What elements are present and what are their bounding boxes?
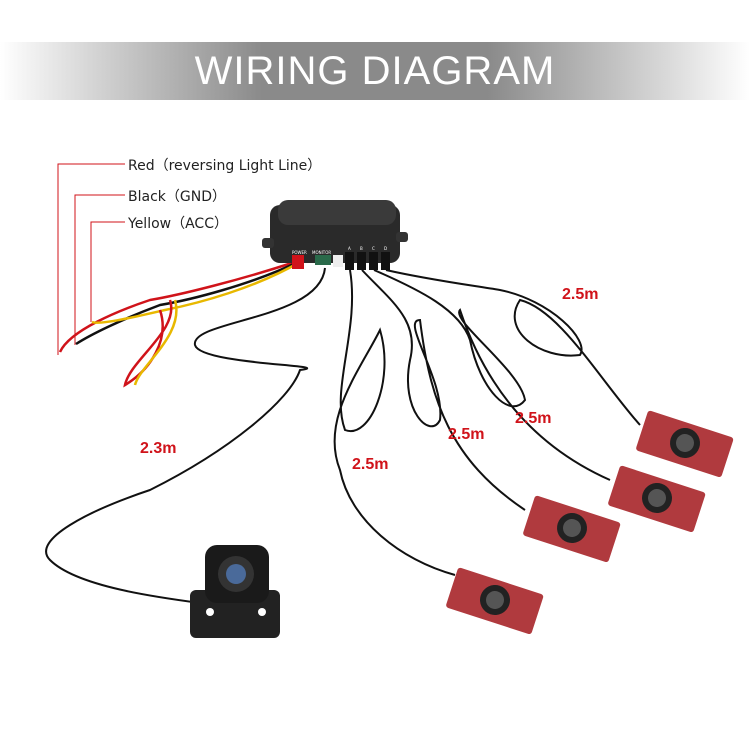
- wire-label-yellow: Yellow（ACC）: [128, 216, 228, 232]
- wire-label-red: Red（reversing Light Line）: [128, 158, 322, 174]
- sensor-cable-1: [333, 269, 456, 576]
- sensor-4-cable-length: 2.5m: [562, 286, 599, 303]
- port-label-c: C: [372, 246, 375, 251]
- port-label-power: POWER: [292, 250, 307, 255]
- parking-sensor: [608, 465, 706, 533]
- parking-sensor: [636, 410, 734, 478]
- leader-black: [74, 194, 125, 345]
- sensor-3-cable-length: 2.5m: [515, 410, 552, 427]
- sensor-2-cable-length: 2.5m: [448, 426, 485, 443]
- control-box: POWER MONITOR A B C D: [262, 200, 408, 270]
- parking-sensor: [446, 567, 544, 635]
- parking-sensor: [523, 495, 621, 563]
- leader-red: [57, 163, 125, 355]
- sensor-cables: [45, 267, 641, 606]
- port-label-b: B: [360, 246, 363, 251]
- camera-cable-length: 2.3m: [140, 440, 177, 457]
- port-label-a: A: [348, 246, 351, 251]
- wire-label-black: Black（GND）: [128, 189, 226, 205]
- sensor-cable-3: [373, 269, 611, 481]
- power-wire-bundle: [58, 260, 301, 388]
- port-label-monitor: MONITOR: [312, 250, 331, 255]
- port-label-d: D: [384, 246, 387, 251]
- leader-yellow: [90, 221, 125, 322]
- sensor-1-cable-length: 2.5m: [352, 456, 389, 473]
- sensor-cable-2: [361, 269, 526, 511]
- wire-leader-lines: [57, 163, 125, 355]
- page-title: WIRING DIAGRAM: [194, 49, 556, 93]
- reverse-camera: [190, 545, 280, 638]
- title-banner: [0, 42, 750, 100]
- camera-cable: [45, 267, 326, 606]
- sensor-cable-4: [385, 269, 641, 426]
